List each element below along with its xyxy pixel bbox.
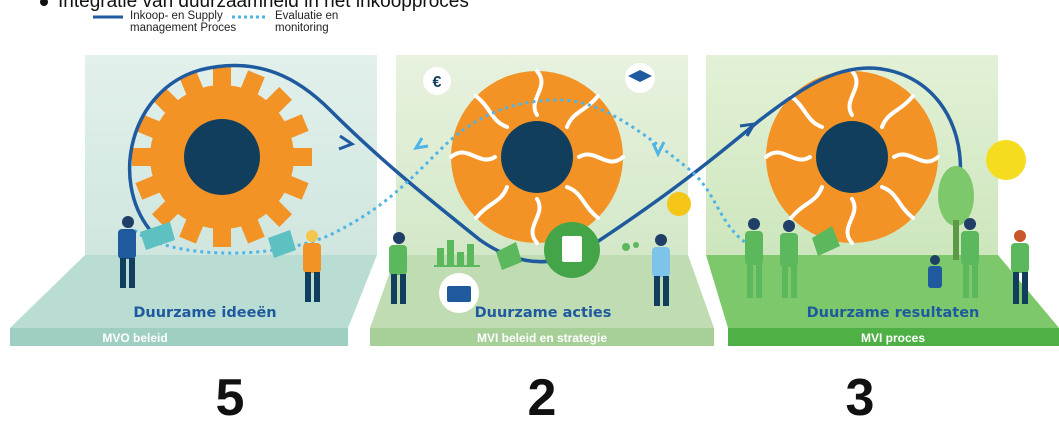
process-line xyxy=(128,63,963,264)
process-illustration: € xyxy=(10,55,1059,346)
legend-solid-line-label: Inkoop- en Supply management Proces xyxy=(130,10,237,34)
stage-2-number: 2 xyxy=(527,369,557,427)
evaluation-arrow-1 xyxy=(413,137,429,151)
graduation-cap-shape xyxy=(628,70,652,82)
evaluation-arrow-2 xyxy=(651,141,666,158)
tree-trunk xyxy=(953,220,959,260)
person-figure-green-left xyxy=(389,232,407,304)
person-figure-group-left xyxy=(745,218,798,298)
stage-1-number: 5 xyxy=(215,369,245,427)
legend-dotted-line-swatch xyxy=(232,15,268,19)
process-arrow-1 xyxy=(338,134,356,151)
stage-1-title: Duurzame ideeën xyxy=(133,305,276,321)
document-scroll-icon xyxy=(812,226,840,256)
stage-3-number: 3 xyxy=(845,369,875,427)
speech-dot xyxy=(633,242,639,248)
stage-2-wheel xyxy=(449,69,625,245)
document-scroll-icon xyxy=(268,230,296,258)
evaluation-line xyxy=(128,98,761,255)
legend-solid-line-swatch xyxy=(93,15,123,19)
stage-2-subtitle: MVI beleid en strategie xyxy=(477,331,607,345)
euro-icon xyxy=(423,67,451,95)
speech-dot xyxy=(622,243,630,251)
person-figure-group-right xyxy=(928,218,1029,304)
person-figure-blue-right xyxy=(652,234,670,306)
bar-chart-icon xyxy=(434,240,480,267)
document-icon xyxy=(562,236,582,262)
person-figure-blue-suit xyxy=(118,216,136,288)
stage-3-title: Duurzame resultaten xyxy=(807,305,980,321)
page-title: Integratie van duurzaamheid in het inkoo… xyxy=(40,0,469,13)
person-figure-orange-shirt xyxy=(303,230,321,302)
document-scroll-icon xyxy=(496,242,522,270)
stage-3-subtitle: MVI proces xyxy=(861,331,925,345)
folder-icon xyxy=(439,273,479,313)
legend-dotted-line-label: Evaluatie en monitoring xyxy=(275,10,339,34)
sun-icon xyxy=(986,140,1026,180)
bullet-icon xyxy=(40,0,48,6)
stage-2-title: Duurzame acties xyxy=(475,305,612,321)
tree-icon xyxy=(938,166,974,226)
stage-1-floor xyxy=(10,255,377,346)
euro-symbol: € xyxy=(433,74,442,91)
process-arrow-2 xyxy=(739,122,757,137)
stage-3-wheel xyxy=(764,69,940,245)
document-scroll-icon xyxy=(140,222,175,250)
stage-1-gear xyxy=(132,67,312,247)
stage-1-subtitle: MVO beleid xyxy=(102,331,167,345)
lightbulb-icon xyxy=(667,192,691,216)
